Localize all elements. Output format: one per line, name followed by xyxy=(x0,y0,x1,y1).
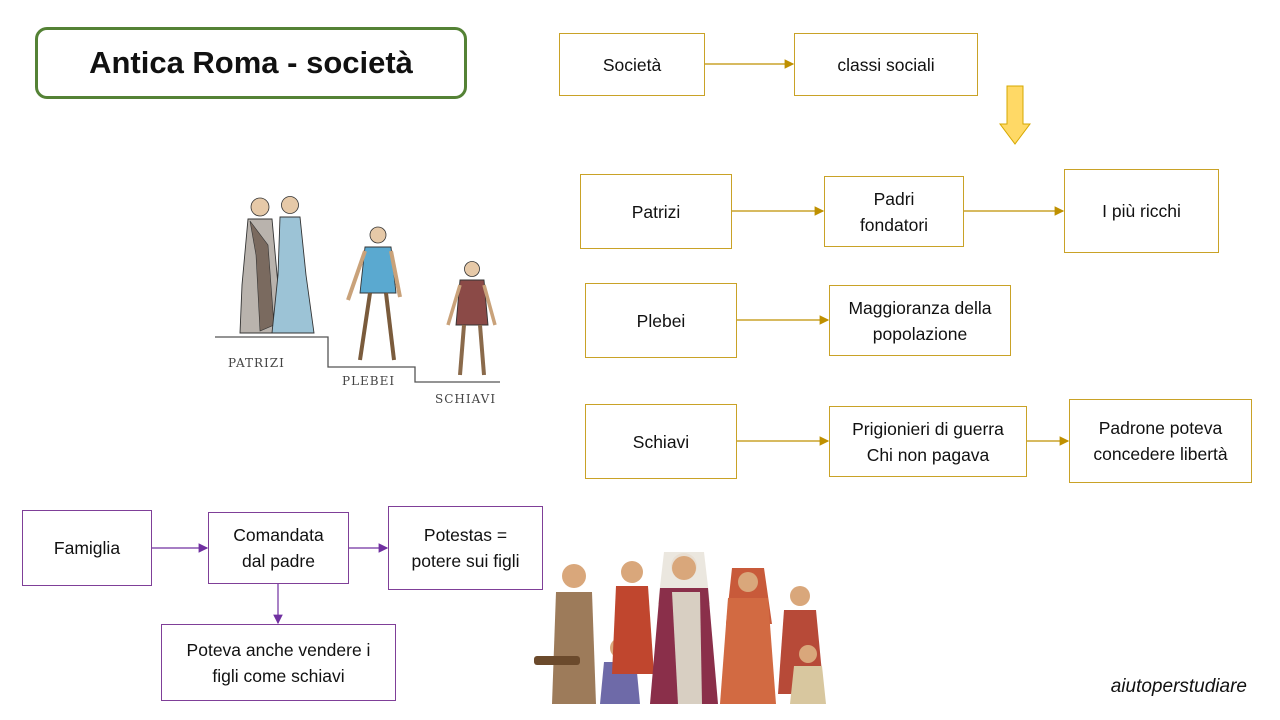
plebeo-figure xyxy=(346,226,402,361)
node-schiavi: Schiavi xyxy=(585,404,737,479)
node-padri-fondatori: Padri fondatori xyxy=(824,176,964,247)
patrizia-figure xyxy=(271,196,315,334)
node-plebei: Plebei xyxy=(585,283,737,358)
roman-family-illustration xyxy=(534,552,826,704)
schiavo-figure xyxy=(446,261,497,376)
down-arrow-icon xyxy=(999,85,1031,145)
node-vendere: Poteva anche vendere i figli come schiav… xyxy=(161,624,396,701)
node-padrone: Padrone poteva concedere libertà xyxy=(1069,399,1252,483)
node-piu-ricchi: I più ricchi xyxy=(1064,169,1219,253)
social-classes-illustration: PATRIZI PLEBEI SCHIAVI xyxy=(215,196,500,406)
node-comandata: Comandata dal padre xyxy=(208,512,349,584)
patrizio-figure xyxy=(239,197,281,334)
watermark: aiutoperstudiare xyxy=(1110,676,1247,697)
node-classi-sociali: classi sociali xyxy=(794,33,978,96)
node-maggioranza: Maggioranza della popolazione xyxy=(829,285,1011,356)
label-schiavi: SCHIAVI xyxy=(435,392,496,406)
family-child-right xyxy=(790,645,826,704)
family-member-second xyxy=(612,561,654,674)
label-patrizi: PATRIZI xyxy=(228,356,285,370)
page-title: Antica Roma - società xyxy=(35,27,467,99)
node-societa: Società xyxy=(559,33,705,96)
label-plebei: PLEBEI xyxy=(342,374,395,388)
family-father xyxy=(650,552,718,704)
node-patrizi: Patrizi xyxy=(580,174,732,249)
node-potestas: Potestas = potere sui figli xyxy=(388,506,543,590)
family-member-left xyxy=(534,564,596,704)
node-prigionieri: Prigionieri di guerra Chi non pagava xyxy=(829,406,1027,477)
node-famiglia: Famiglia xyxy=(22,510,152,586)
family-mother xyxy=(720,568,776,704)
